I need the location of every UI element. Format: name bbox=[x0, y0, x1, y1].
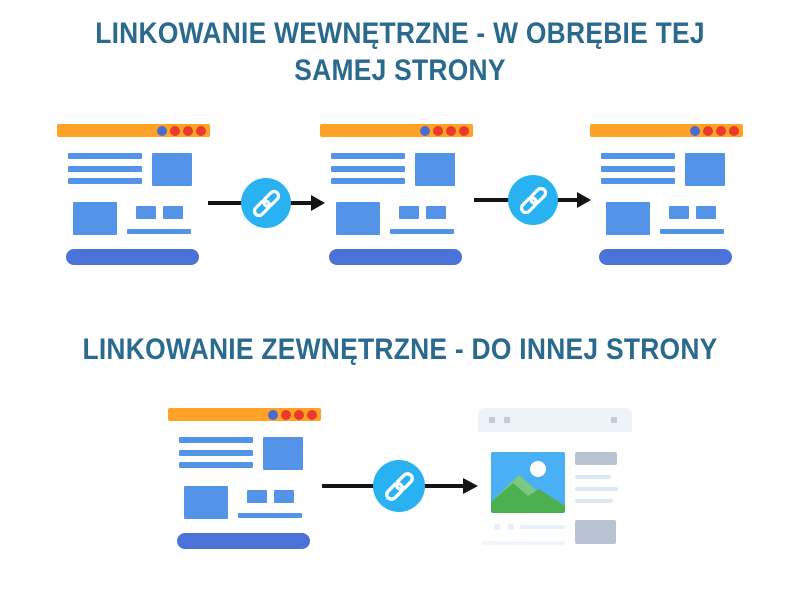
content-block bbox=[73, 202, 117, 235]
window-dot-blue-icon bbox=[157, 125, 167, 136]
mountains-and-sun-icon bbox=[491, 461, 565, 513]
tab-square-icon bbox=[504, 417, 510, 423]
text-line bbox=[179, 450, 253, 456]
caption-line bbox=[660, 229, 724, 234]
text-line bbox=[68, 178, 142, 184]
text-line bbox=[331, 153, 405, 159]
footer-block bbox=[575, 520, 616, 544]
chain-glyph bbox=[519, 186, 547, 214]
chain-link-icon bbox=[508, 175, 558, 225]
webpage-thumbnail-source bbox=[168, 408, 321, 550]
window-dot-red-icon bbox=[170, 125, 180, 136]
browser-titlebar bbox=[320, 124, 473, 137]
site-titlebar bbox=[478, 408, 632, 432]
small-block bbox=[136, 206, 156, 219]
external-linking-title-line-1: LINKOWANIE ZEWNĘTRZNE - DO INNEJ STRONY bbox=[82, 333, 718, 366]
caption-line bbox=[238, 513, 302, 518]
button-bar bbox=[599, 249, 732, 265]
text-line bbox=[68, 153, 142, 159]
reaction-icon bbox=[494, 524, 500, 530]
text-line bbox=[331, 178, 405, 184]
small-block bbox=[696, 206, 716, 219]
chain-glyph bbox=[252, 189, 280, 217]
text-line bbox=[331, 166, 405, 172]
caption-line bbox=[520, 525, 565, 529]
window-dot-red-icon bbox=[729, 125, 739, 136]
internal-linking-title-line-2: SAMEJ STRONY bbox=[294, 54, 506, 87]
text-line bbox=[68, 166, 142, 172]
window-dot-blue-icon bbox=[420, 125, 430, 136]
chain-glyph bbox=[384, 471, 414, 501]
internal-linking-title-line-1: LINKOWANIE WEWNĘTRZNE - W OBRĘBIE TEJ bbox=[95, 17, 705, 50]
button-bar bbox=[177, 533, 310, 549]
window-dot-red-icon bbox=[703, 125, 713, 136]
small-block bbox=[274, 490, 294, 503]
text-line bbox=[601, 166, 675, 172]
content-block bbox=[336, 202, 380, 235]
reaction-icon bbox=[508, 524, 514, 530]
browser-titlebar bbox=[57, 124, 210, 137]
webpage-thumbnail-1 bbox=[57, 124, 210, 266]
small-block bbox=[669, 206, 689, 219]
image-block bbox=[152, 153, 192, 186]
browser-titlebar bbox=[168, 408, 321, 421]
internal-linking-title: LINKOWANIE WEWNĘTRZNE - W OBRĘBIE TEJ SA… bbox=[48, 15, 752, 89]
image-block bbox=[263, 437, 303, 470]
webpage-thumbnail-2 bbox=[320, 124, 473, 266]
small-block bbox=[163, 206, 183, 219]
tab-square-icon bbox=[489, 417, 495, 423]
small-block bbox=[399, 206, 419, 219]
external-linking-title: LINKOWANIE ZEWNĘTRZNE - DO INNEJ STRONY bbox=[48, 331, 752, 368]
chain-link-icon bbox=[373, 460, 425, 512]
caption-line bbox=[127, 229, 191, 234]
chain-link-icon bbox=[241, 178, 291, 228]
content-block bbox=[606, 202, 650, 235]
small-block bbox=[247, 490, 267, 503]
caption-line bbox=[390, 229, 454, 234]
window-dot-red-icon bbox=[459, 125, 469, 136]
photo-placeholder bbox=[491, 452, 565, 513]
window-dot-red-icon bbox=[281, 409, 291, 420]
text-line bbox=[575, 499, 613, 503]
button-bar bbox=[66, 249, 199, 265]
window-dot-red-icon bbox=[294, 409, 304, 420]
window-dot-red-icon bbox=[446, 125, 456, 136]
image-block bbox=[685, 153, 725, 186]
window-dot-red-icon bbox=[307, 409, 317, 420]
webpage-thumbnail-3 bbox=[590, 124, 743, 266]
text-line bbox=[179, 462, 253, 468]
window-dot-red-icon bbox=[183, 125, 193, 136]
window-dot-red-icon bbox=[433, 125, 443, 136]
small-block bbox=[426, 206, 446, 219]
window-dot-red-icon bbox=[196, 125, 206, 136]
window-dot-red-icon bbox=[716, 125, 726, 136]
heading-block bbox=[575, 452, 617, 465]
external-site-thumbnail bbox=[478, 408, 632, 558]
text-line bbox=[575, 475, 611, 479]
text-line bbox=[601, 153, 675, 159]
button-bar bbox=[329, 249, 462, 265]
image-block bbox=[415, 153, 455, 186]
content-block bbox=[184, 486, 228, 519]
text-line bbox=[179, 437, 253, 443]
window-dot-blue-icon bbox=[690, 125, 700, 136]
browser-titlebar bbox=[590, 124, 743, 137]
tab-square-icon bbox=[611, 417, 617, 423]
text-line bbox=[601, 178, 675, 184]
window-dot-blue-icon bbox=[268, 409, 278, 420]
caption-line bbox=[482, 541, 565, 545]
text-line bbox=[575, 487, 618, 491]
